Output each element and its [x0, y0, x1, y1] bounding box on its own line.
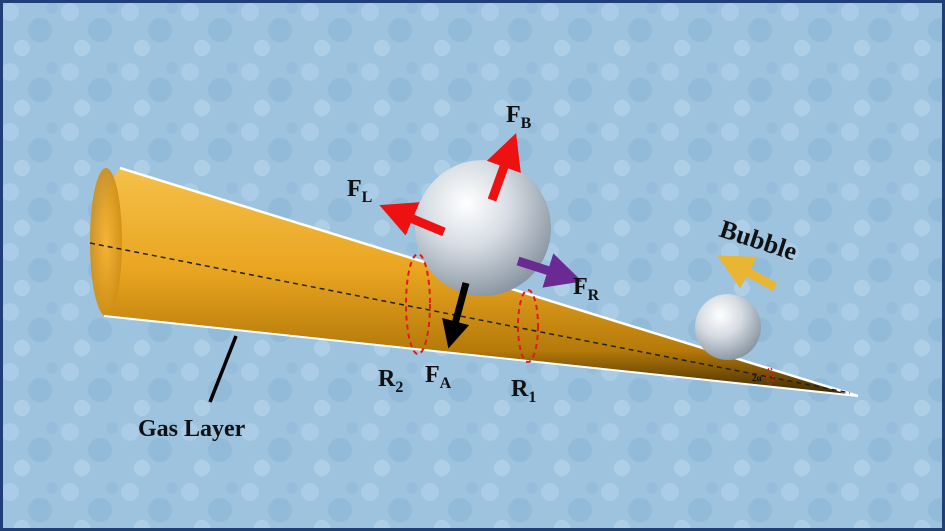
large-bubble [415, 160, 551, 296]
force-arrow-icon [516, 253, 583, 288]
tip-ring [766, 367, 774, 385]
force-arrow-icon [486, 133, 521, 202]
small-bubble [695, 294, 761, 360]
gas-layer-pointer [208, 335, 238, 403]
label-gas-layer: Gas Layer [138, 416, 246, 442]
force-arrow-icon [442, 282, 470, 349]
cone-axis-line [89, 242, 851, 394]
label-angle: 2α [752, 373, 762, 383]
radius-2-ring [405, 253, 431, 355]
label-radius-1: R1 [511, 376, 536, 406]
label-force-buoyancy: FB [506, 102, 532, 132]
motion-arrow-icon [717, 255, 778, 291]
label-force-lift: FL [347, 176, 372, 206]
label-force-adhesion: FA [425, 362, 452, 392]
label-force-resist: FR [573, 274, 600, 304]
label-radius-2: R2 [378, 366, 403, 396]
radius-1-ring [517, 289, 539, 363]
cone-bottom-edge [103, 315, 859, 397]
force-arrow-icon [379, 202, 446, 237]
